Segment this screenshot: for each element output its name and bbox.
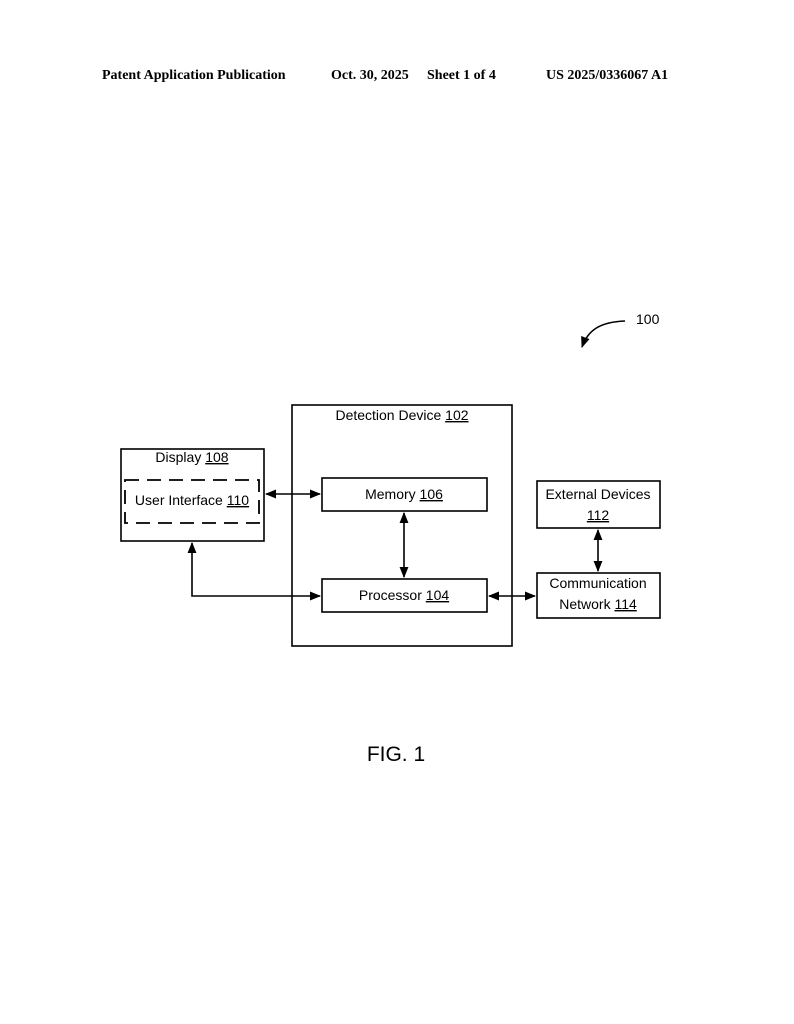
- figure-caption: FIG. 1: [367, 743, 425, 766]
- detection-device-label: Detection Device 102: [335, 407, 468, 423]
- user-interface-block: User Interface 110: [124, 479, 260, 524]
- external-devices-ref: 112: [587, 507, 610, 523]
- reference-number: 100: [636, 311, 660, 327]
- reference-arrow-icon: [581, 320, 626, 349]
- memory-block: Memory 106: [321, 477, 488, 512]
- header-patent-number: US 2025/0336067 A1: [546, 68, 669, 83]
- user-interface-label: User Interface 110: [135, 492, 249, 508]
- communication-network-label-line2: Network 114: [559, 596, 637, 612]
- external-devices-block: External Devices 112: [536, 480, 661, 529]
- processor-block: Processor 104: [321, 578, 488, 613]
- header-date: Oct. 30, 2025: [331, 68, 409, 83]
- communication-network-label-line1: Communication: [549, 575, 646, 591]
- external-devices-label: External Devices: [545, 486, 650, 502]
- processor-label: Processor 104: [359, 587, 449, 603]
- detection-device-block: Detection Device 102: [291, 404, 513, 647]
- reference-100: 100: [581, 311, 660, 349]
- communication-network-block: Communication Network 114: [536, 572, 661, 619]
- header-publication: Patent Application Publication: [102, 68, 286, 83]
- header-sheet: Sheet 1 of 4: [427, 68, 496, 83]
- memory-label: Memory 106: [365, 486, 443, 502]
- display-block: Display 108: [120, 448, 265, 542]
- display-label: Display 108: [155, 449, 228, 465]
- connector-display-processor: [187, 541, 322, 601]
